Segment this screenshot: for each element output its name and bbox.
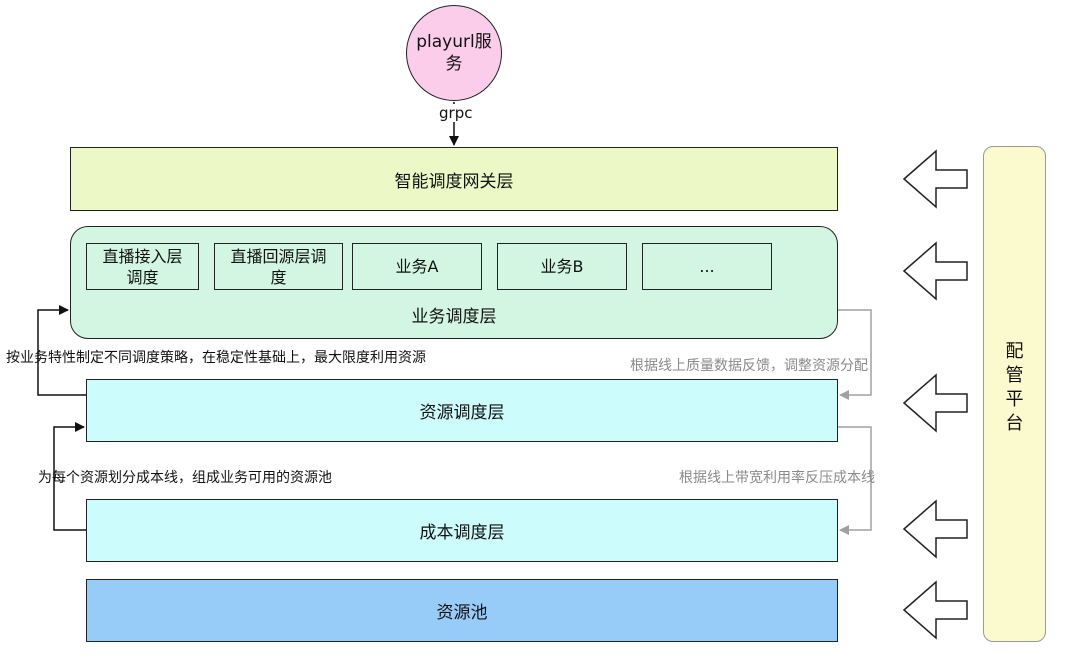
resource-pool-label: 资源池 bbox=[436, 603, 488, 623]
config-platform-label: 配 管 平 台 bbox=[983, 340, 1046, 436]
module-label-line1: 直播接入层 bbox=[102, 246, 183, 266]
note-bandwidth-backpressure: 根据线上带宽利用率反压成本线 bbox=[679, 470, 875, 486]
platform-char: 平 bbox=[1005, 389, 1024, 410]
resource-to-business-connector bbox=[37, 305, 86, 396]
service-label-line2: 务 bbox=[445, 54, 463, 74]
cost-to-resource-connector bbox=[53, 422, 86, 531]
module-business-b: 业务B bbox=[497, 243, 627, 290]
cost-layer-label: 成本调度层 bbox=[419, 523, 505, 543]
config-platform bbox=[983, 146, 1046, 642]
module-live-access: 直播接入层 调度 bbox=[86, 243, 199, 290]
note-strategy: 按业务特性制定不同调度策略，在稳定性基础上，最大限度利用资源 bbox=[6, 350, 426, 366]
cost-layer: 成本调度层 bbox=[86, 499, 838, 562]
resource-layer: 资源调度层 bbox=[86, 379, 838, 442]
hollow-left-arrow-icon bbox=[902, 241, 968, 301]
module-label-line2: 度 bbox=[270, 267, 287, 287]
module-label-line1: 直播回源层调 bbox=[230, 246, 327, 266]
resource-pool: 资源池 bbox=[86, 579, 838, 642]
module-label: ... bbox=[699, 257, 715, 276]
business-to-resource-feedback bbox=[838, 309, 872, 400]
service-label-line1: playurl服 bbox=[416, 32, 492, 52]
playurl-service-node: playurl服 务 bbox=[406, 5, 502, 101]
resource-to-cost-feedback bbox=[838, 426, 872, 535]
module-label-line2: 调度 bbox=[126, 267, 159, 287]
module-label: 业务A bbox=[395, 257, 439, 276]
module-more: ... bbox=[642, 243, 772, 290]
platform-char: 管 bbox=[1005, 365, 1024, 386]
module-live-origin: 直播回源层调 度 bbox=[214, 243, 343, 290]
gateway-layer-label: 智能调度网关层 bbox=[394, 171, 514, 192]
business-layer-label: 业务调度层 bbox=[411, 307, 497, 327]
note-quality-feedback: 根据线上质量数据反馈，调整资源分配 bbox=[630, 358, 868, 374]
hollow-left-arrow-icon bbox=[902, 149, 968, 209]
platform-char: 台 bbox=[1005, 413, 1024, 434]
note-cost-line: 为每个资源划分成本线，组成业务可用的资源池 bbox=[38, 470, 332, 486]
module-business-a: 业务A bbox=[352, 243, 482, 290]
module-label: 业务B bbox=[540, 257, 584, 276]
hollow-left-arrow-icon bbox=[902, 499, 968, 559]
hollow-left-arrow-icon bbox=[902, 373, 968, 433]
gateway-layer: 智能调度网关层 bbox=[70, 147, 838, 211]
resource-layer-label: 资源调度层 bbox=[419, 403, 505, 423]
platform-char: 配 bbox=[1005, 341, 1024, 362]
hollow-left-arrow-icon bbox=[902, 580, 968, 640]
grpc-label: grpc bbox=[437, 104, 475, 122]
